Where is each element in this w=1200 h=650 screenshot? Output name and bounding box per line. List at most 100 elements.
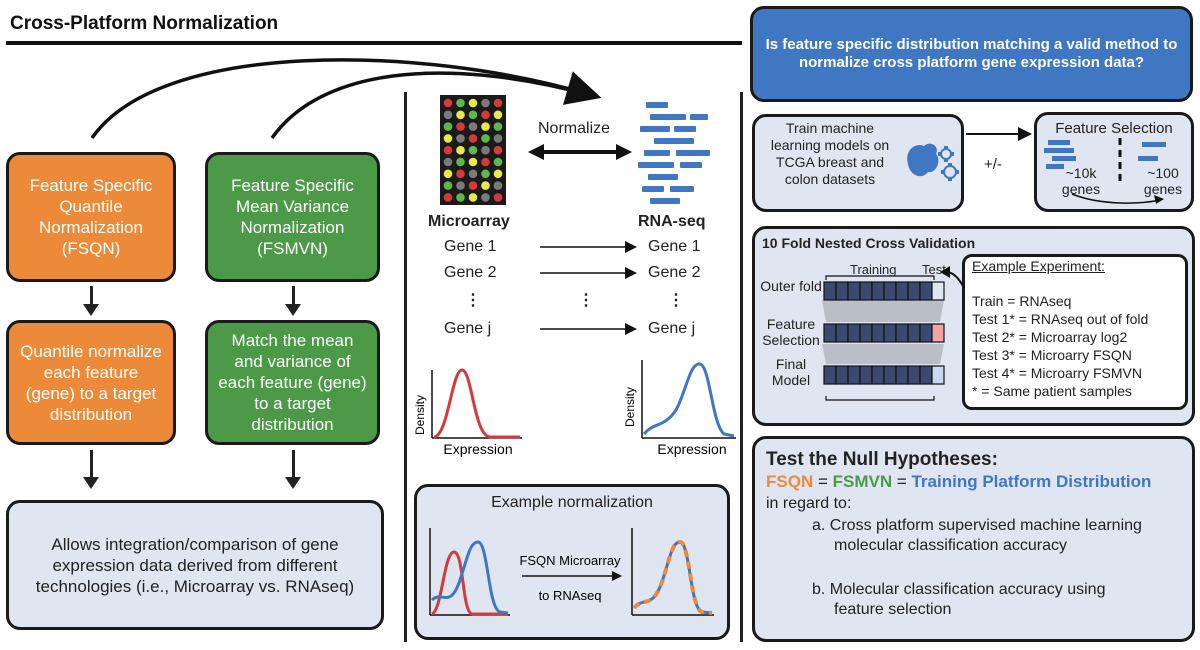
separator-left bbox=[404, 92, 407, 642]
double-arrow bbox=[528, 144, 632, 160]
fs-left-label: ~10k genes bbox=[1061, 165, 1101, 197]
microarray-label: Microarray bbox=[428, 213, 510, 230]
title-rule bbox=[6, 41, 742, 45]
null-hypotheses-box bbox=[752, 436, 1195, 642]
gene-left-j: Gene j bbox=[444, 320, 492, 337]
null-eq-1: = bbox=[813, 472, 833, 491]
example-pointer-arrow bbox=[940, 266, 965, 289]
example-line-2: Test 1* = RNAseq out of fold bbox=[972, 311, 1149, 327]
rnaseq-density-plot: Density Expression bbox=[623, 360, 736, 457]
feature-selection-title: Feature Selection bbox=[1055, 120, 1173, 137]
plus-minus-line bbox=[966, 133, 1030, 135]
cv-fold-cell bbox=[871, 323, 885, 343]
microarray-grid-icon bbox=[440, 95, 506, 205]
example-normalization-plots: FSQN Microarray to RNAseq bbox=[429, 528, 714, 616]
cv-fold-cell bbox=[847, 281, 861, 301]
cv-fold-cell bbox=[859, 323, 873, 343]
example-normalization-box bbox=[414, 484, 730, 640]
microarray-density-plot: Density Expression bbox=[413, 368, 522, 457]
arrow-down-fsqn-2 bbox=[83, 450, 99, 489]
gene-right-j: Gene j bbox=[648, 320, 696, 337]
cv-fold-cell bbox=[895, 365, 909, 385]
gene-right-dots: ⋮ bbox=[668, 292, 684, 309]
rnaseq-reads-icon bbox=[638, 102, 710, 204]
arrow-down-fsqn-1 bbox=[83, 286, 99, 316]
rnaseq-density-xlabel: Expression bbox=[657, 441, 726, 457]
brain-gears-icon bbox=[907, 143, 959, 181]
gene-mapping-arrows bbox=[540, 241, 637, 335]
cv-fold-cell bbox=[919, 365, 933, 385]
cv-fold-cell bbox=[835, 281, 849, 301]
plus-minus-label: +/- bbox=[984, 156, 1002, 173]
cv-fold-cell bbox=[823, 323, 837, 343]
example-normalization-title: Example normalization bbox=[491, 494, 653, 511]
cv-fold-cell bbox=[883, 323, 897, 343]
arrow-down-fsmvn-1 bbox=[285, 286, 301, 316]
example-line-5: Test 4* = Microarry FSMVN bbox=[972, 365, 1142, 381]
cv-fold-cell bbox=[859, 365, 873, 385]
cv-training-label: Training bbox=[850, 262, 897, 277]
cv-fold-cell bbox=[907, 365, 921, 385]
gene-right-2: Gene 2 bbox=[648, 264, 701, 281]
cv-fold-cell bbox=[823, 281, 837, 301]
example-experiment-title: Example Experiment: bbox=[972, 258, 1106, 274]
cv-title: 10 Fold Nested Cross Validation bbox=[762, 235, 976, 251]
fsqn-step-box: Quantile normalize each feature (gene) t… bbox=[6, 320, 176, 445]
example-line-3: Test 2* = Microarray log2 bbox=[972, 329, 1128, 345]
cv-fold-cell bbox=[895, 281, 909, 301]
cv-fold-cell bbox=[823, 365, 837, 385]
rnaseq-density-ylabel: Density bbox=[623, 387, 637, 427]
cv-fold-cell bbox=[931, 281, 945, 301]
cv-row-outer: Outer fold bbox=[760, 278, 822, 294]
gene-right-1: Gene 1 bbox=[648, 238, 701, 255]
fs-right-label: ~100 genes bbox=[1143, 165, 1183, 197]
gene-left-dots: ⋮ bbox=[465, 292, 481, 309]
separator-right bbox=[740, 92, 743, 642]
cv-fold-graphic bbox=[822, 275, 945, 401]
cv-fold-cell bbox=[919, 281, 933, 301]
cv-fold-cell bbox=[871, 365, 885, 385]
example-line-6: * = Same patient samples bbox=[972, 383, 1132, 399]
fsqn-step-text: Quantile normalize each feature (gene) t… bbox=[20, 341, 162, 424]
plus-minus-arrowhead bbox=[1018, 127, 1032, 141]
null-title: Test the Null Hypotheses: bbox=[766, 449, 998, 470]
gene-left-2: Gene 2 bbox=[444, 264, 497, 281]
cv-test-label: Test bbox=[922, 262, 946, 277]
cv-fold-cell bbox=[907, 323, 921, 343]
null-eq-2: = bbox=[892, 472, 912, 491]
rnaseq-label: RNA-seq bbox=[638, 213, 706, 230]
microarray-density-ylabel: Density bbox=[413, 395, 427, 435]
fsmvn-step-box: Match the mean and variance of each feat… bbox=[205, 320, 380, 445]
question-text: Is feature specific distribution matchin… bbox=[765, 36, 1178, 71]
fsmvn-step-text: Match the mean and variance of each feat… bbox=[218, 331, 367, 434]
normalize-label: Normalize bbox=[538, 120, 611, 137]
null-item-a: a. Cross platform supervised machine lea… bbox=[812, 517, 1142, 554]
cv-fold-cell bbox=[895, 323, 909, 343]
curved-arrow-fsqn bbox=[90, 58, 602, 140]
null-item-b: b. Molecular classification accuracy usi… bbox=[812, 581, 1106, 618]
curved-arrow-fsmvn bbox=[270, 71, 591, 140]
example-line-1: Train = RNAseq bbox=[972, 293, 1072, 309]
null-training: Training Platform Distribution bbox=[911, 472, 1152, 491]
null-fsqn: FSQN bbox=[766, 472, 814, 491]
feature-selection-graphic bbox=[1044, 138, 1166, 204]
cv-fold-cell bbox=[847, 323, 861, 343]
cv-row-fs: Feature Selection bbox=[762, 316, 820, 348]
null-regard: in regard to: bbox=[766, 495, 852, 512]
cv-fold-cell bbox=[835, 323, 849, 343]
cv-row-final: Final Model bbox=[771, 356, 811, 388]
microarray-density-xlabel: Expression bbox=[443, 441, 512, 457]
cv-fold-cell bbox=[919, 323, 933, 343]
example-line-4: Test 3* = Microarry FSQN bbox=[972, 347, 1132, 363]
cv-fold-cell bbox=[835, 365, 849, 385]
example-experiment-box bbox=[962, 254, 1188, 410]
example-arrow-top-label: FSQN Microarray bbox=[519, 553, 621, 568]
null-equation: FSQN = FSMVN = Training Platform Distrib… bbox=[766, 472, 1151, 492]
arrow-down-fsmvn-2 bbox=[285, 450, 301, 489]
curved-arrows bbox=[90, 58, 602, 140]
cv-fold-cell bbox=[931, 323, 945, 343]
feature-selection-box bbox=[1034, 112, 1194, 212]
train-box-text: Train machine learning models on TCGA br… bbox=[770, 120, 890, 187]
fsqn-box: Feature Specific Quantile Normalization … bbox=[6, 152, 176, 282]
page-title: Cross-Platform Normalization bbox=[10, 13, 279, 34]
